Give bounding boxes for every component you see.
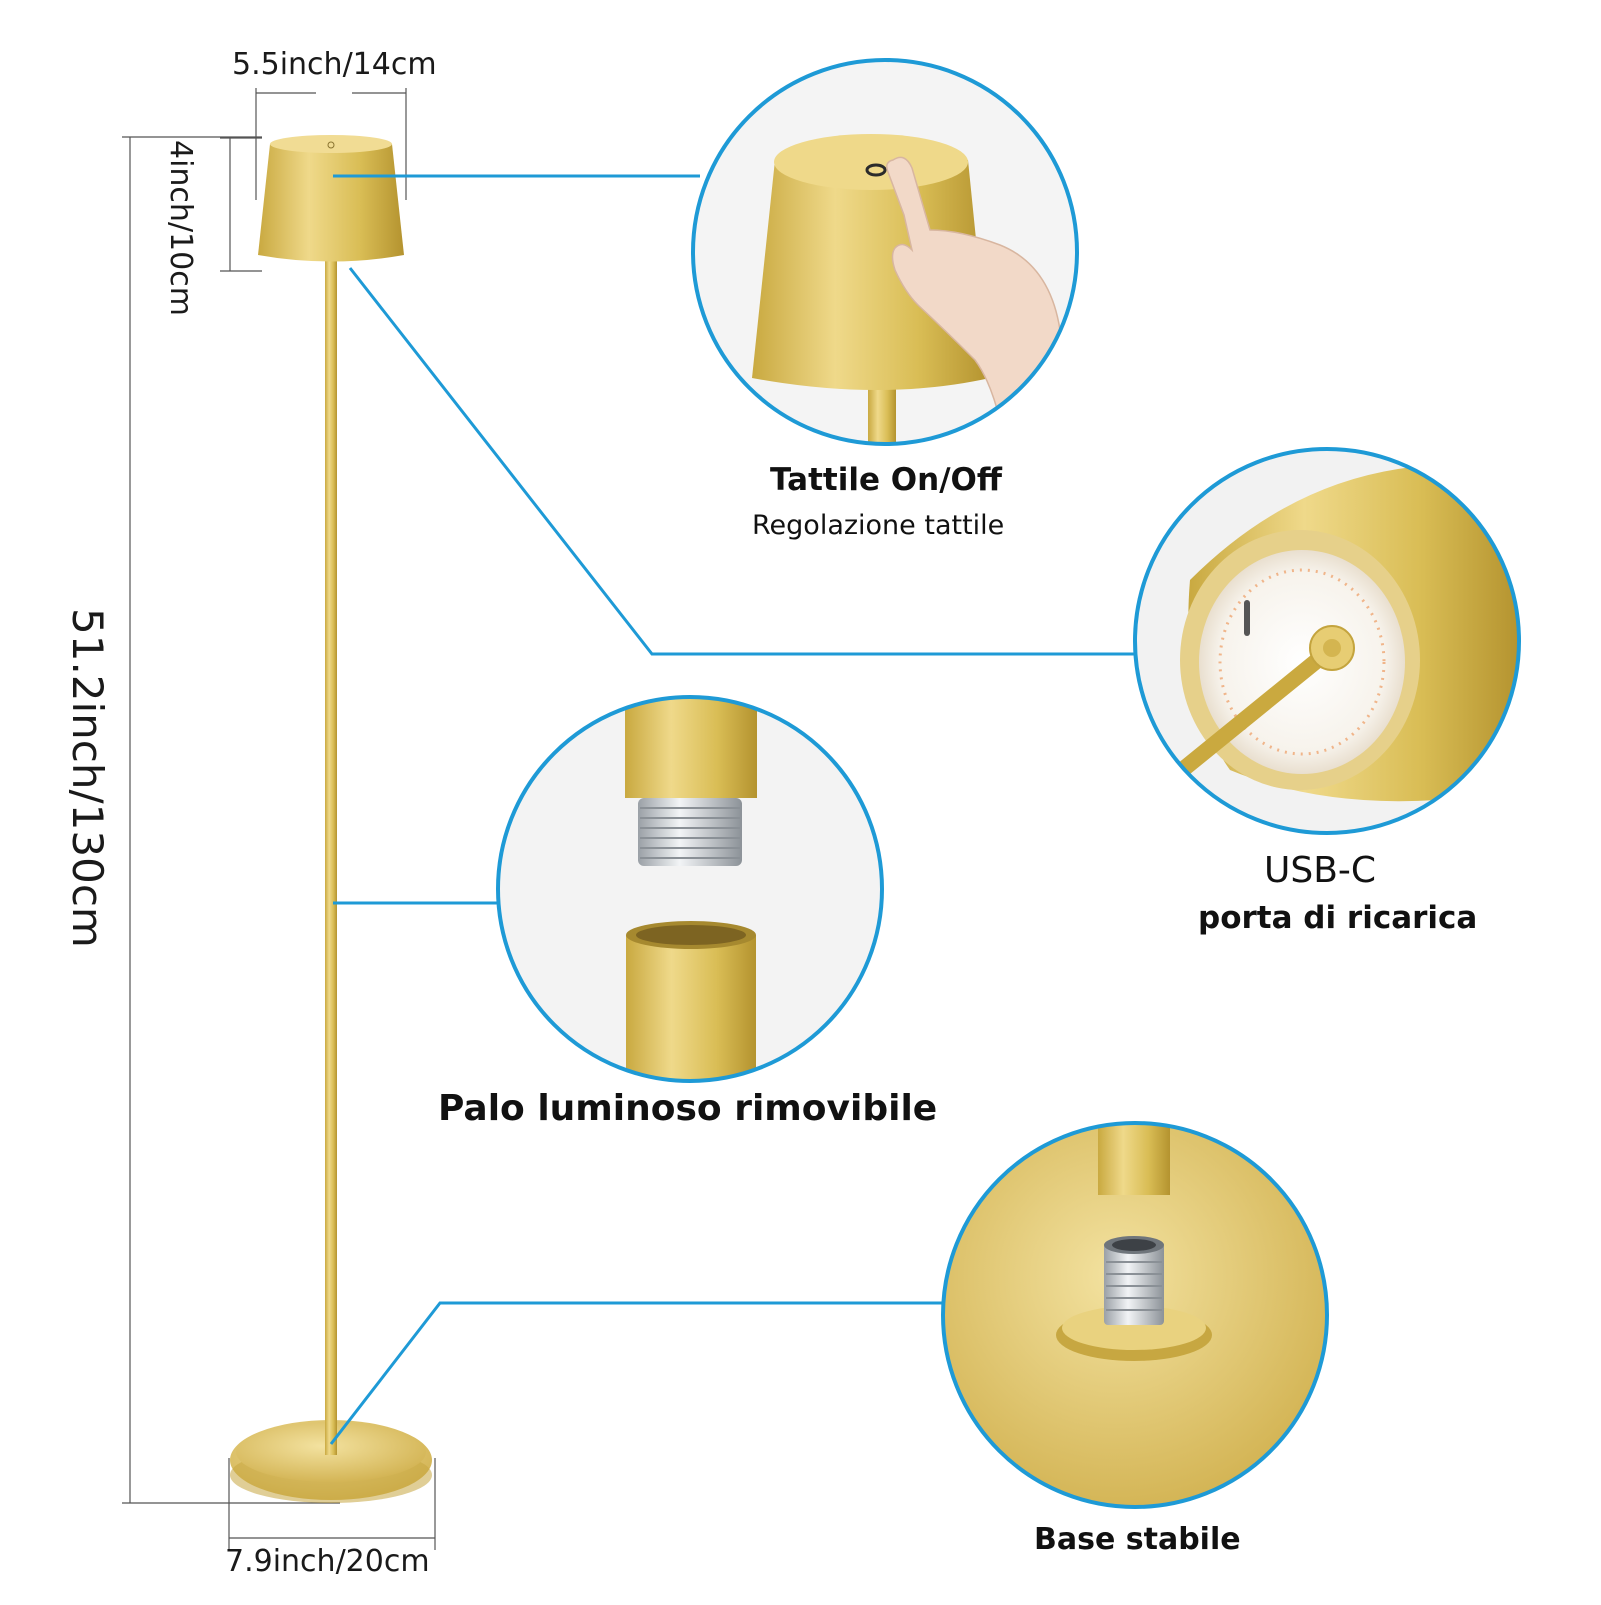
shade-height-label: 4inch/10cm bbox=[163, 140, 198, 316]
touch-subtitle: Regolazione tattile bbox=[752, 510, 1005, 541]
dimension-lines bbox=[122, 88, 436, 1550]
base-detail-circle bbox=[941, 1121, 1329, 1509]
usb-subtitle: porta di ricarica bbox=[1198, 900, 1478, 936]
total-height-label: 51.2inch/130cm bbox=[63, 608, 112, 948]
pole-title: Palo luminoso rimovibile bbox=[438, 1088, 938, 1129]
lamp-pole bbox=[325, 255, 337, 1455]
hand-icon bbox=[886, 156, 1061, 421]
usb-title: USB-C bbox=[1264, 850, 1377, 891]
usb-c-port-icon bbox=[1244, 600, 1250, 636]
touch-title: Tattile On/Off bbox=[770, 462, 1002, 498]
lamp-shade bbox=[258, 138, 404, 262]
base-title: Base stabile bbox=[1034, 1522, 1241, 1557]
base-width-label: 7.9inch/20cm bbox=[225, 1544, 430, 1579]
pole-detail-circle bbox=[496, 695, 884, 1083]
usb-detail-circle bbox=[1133, 447, 1521, 835]
floor-lamp bbox=[230, 135, 432, 1503]
touch-detail-circle bbox=[691, 58, 1079, 446]
base-thread-icon bbox=[1104, 1243, 1164, 1325]
callout-lines bbox=[329, 174, 1134, 1445]
shade-width-label: 5.5inch/14cm bbox=[232, 47, 437, 82]
